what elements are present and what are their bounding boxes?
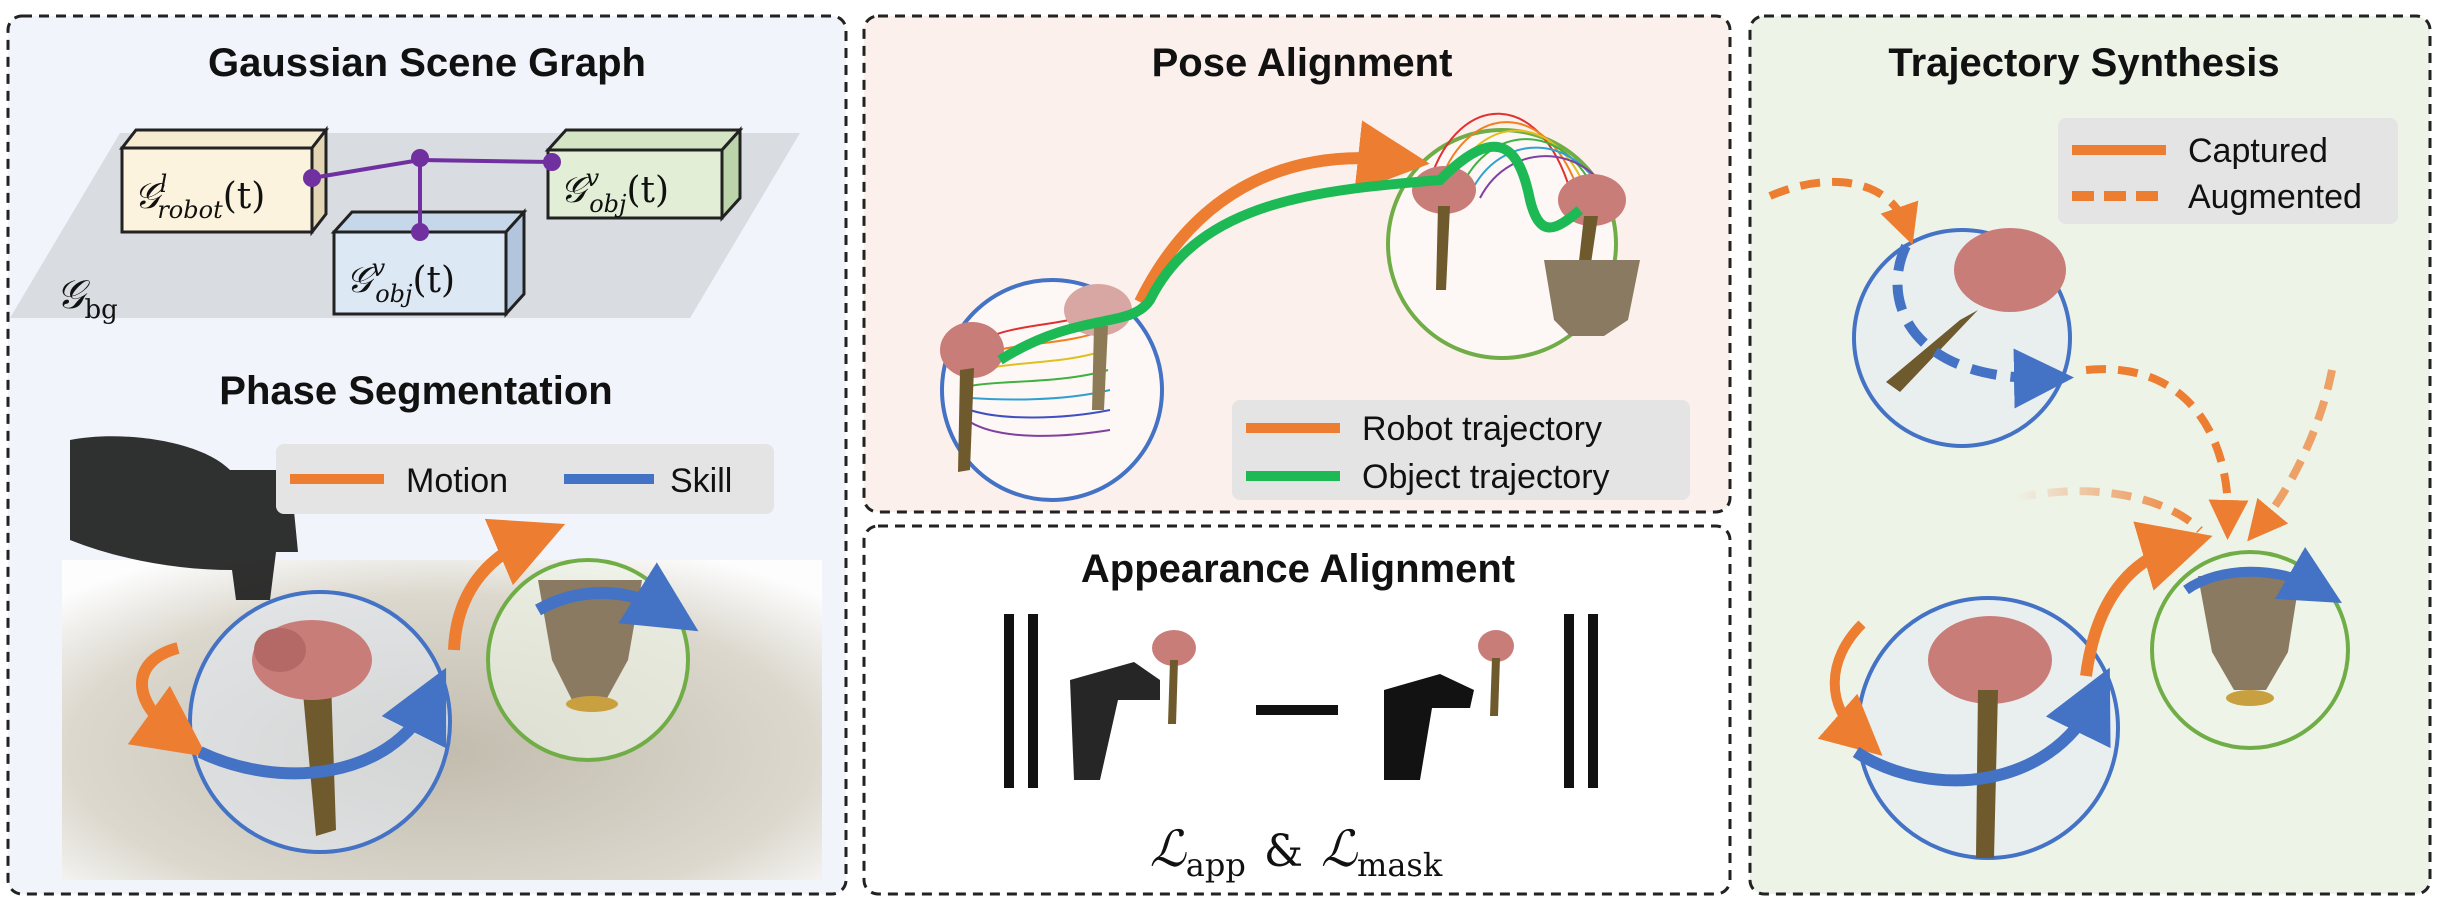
legend-object-trajectory: Object trajectory <box>1362 458 1610 496</box>
legend-captured: Captured <box>2188 132 2328 170</box>
legend-augmented: Augmented <box>2188 178 2362 216</box>
appearance-alignment-title: Appearance Alignment <box>1081 547 1515 591</box>
phase-legend: Motion Skill <box>276 444 774 514</box>
legend-robot-trajectory: Robot trajectory <box>1362 410 1602 448</box>
minus-sign <box>1256 705 1338 715</box>
pose-legend: Robot trajectory Object trajectory <box>1232 400 1690 500</box>
legend-skill: Skill <box>670 462 732 500</box>
panel-pose-alignment: Pose Alignment <box>864 16 1730 512</box>
panel-appearance-alignment: Appearance Alignment ℒapp&ℒmask <box>864 526 1730 894</box>
scene-graph-title: Gaussian Scene Graph <box>208 41 646 85</box>
phase-segmentation-title: Phase Segmentation <box>219 369 612 413</box>
legend-motion: Motion <box>406 462 508 500</box>
pose-alignment-title: Pose Alignment <box>1152 41 1453 85</box>
trajectory-synthesis-title: Trajectory Synthesis <box>1888 41 2279 85</box>
synthesis-legend: Captured Augmented <box>2058 118 2398 224</box>
panel-trajectory-synthesis: Trajectory Synthesis Captured Augmented <box>1750 16 2430 894</box>
